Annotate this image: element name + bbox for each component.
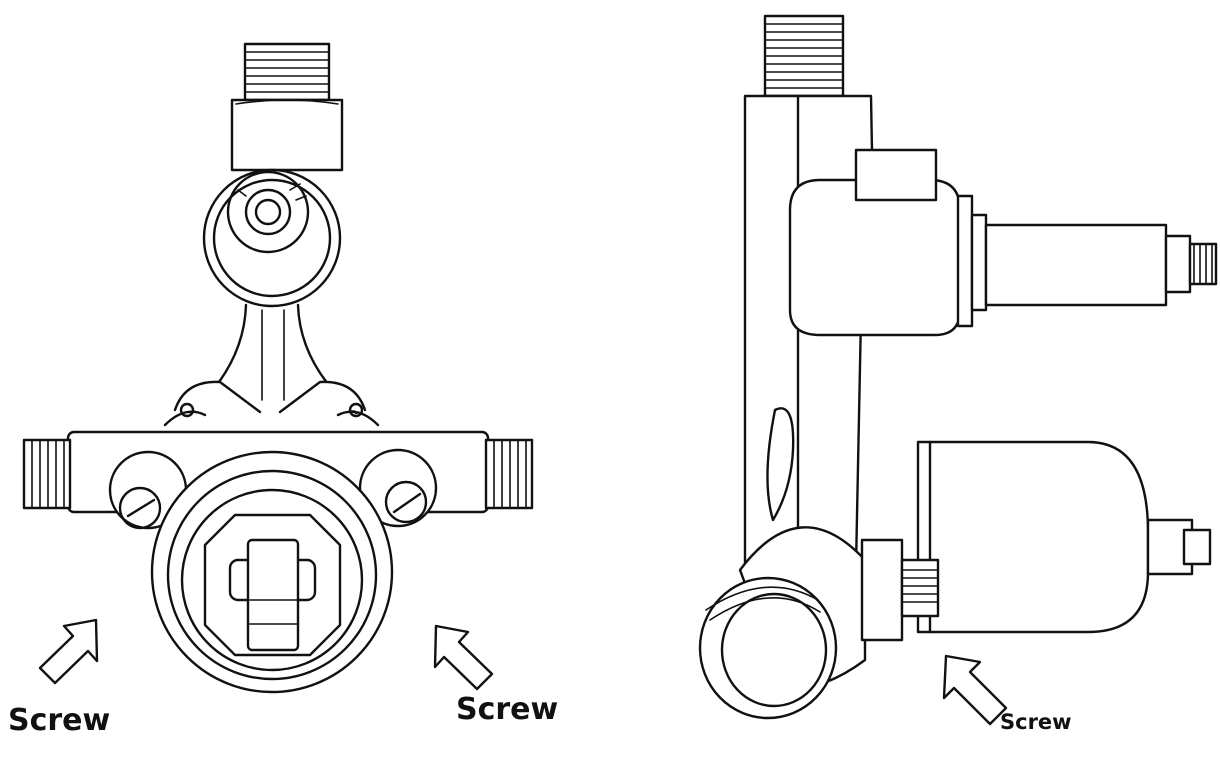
arrow-icon xyxy=(38,618,99,685)
mounting-bracket xyxy=(163,380,380,427)
valve-side-view xyxy=(698,14,1218,726)
arrow-icon xyxy=(433,624,494,691)
top-threaded-outlet xyxy=(230,42,344,172)
side-top-threaded-outlet xyxy=(763,14,845,98)
side-lower-outlet xyxy=(698,526,940,720)
screw-label-middle: Screw xyxy=(456,692,559,727)
side-screw-right xyxy=(358,448,438,528)
main-cartridge-body xyxy=(150,450,394,694)
arrow-icon xyxy=(942,654,1008,726)
valve-front-view xyxy=(22,42,534,694)
upper-cartridge xyxy=(202,168,342,308)
screw-label-left: Screw xyxy=(8,703,111,738)
side-upper-cartridge xyxy=(788,148,1218,337)
screw-label-right: Screw xyxy=(1000,710,1072,734)
side-lower-cartridge xyxy=(916,440,1212,634)
